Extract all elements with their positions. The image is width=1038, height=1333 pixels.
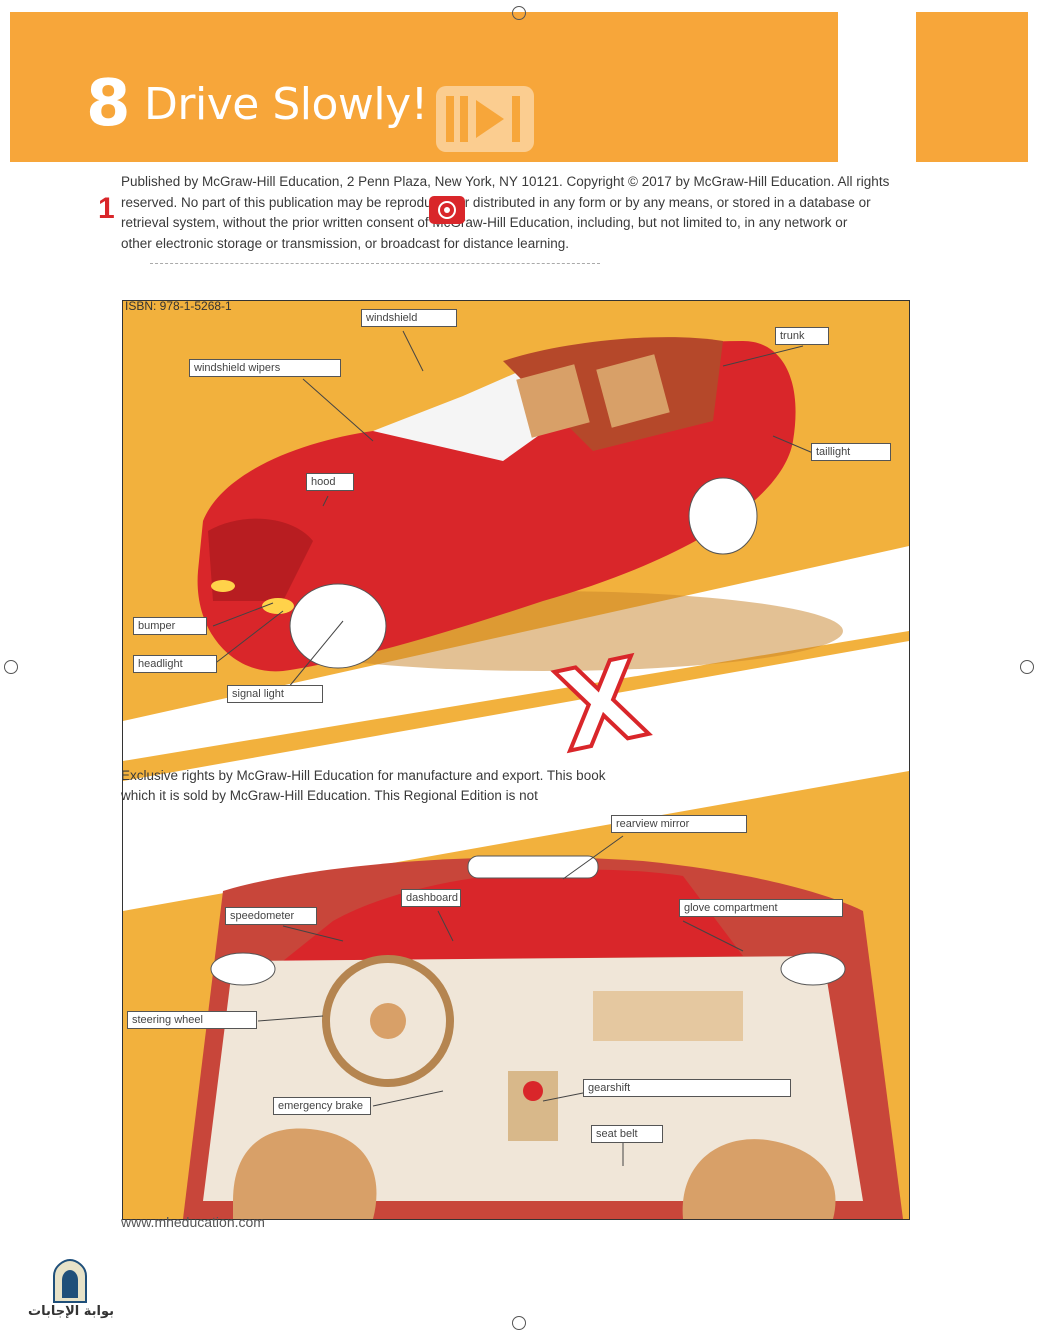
label-trunk: trunk	[775, 327, 829, 345]
label-emergency-brake: emergency brake	[273, 1097, 371, 1115]
label-rearview-mirror: rearview mirror	[611, 815, 747, 833]
label-signal-light: signal light	[227, 685, 323, 703]
registration-mark-icon	[512, 6, 526, 20]
label-hood: hood	[306, 473, 354, 491]
car-illustration-panel: X	[122, 300, 910, 1220]
label-bumper: bumper	[133, 617, 207, 635]
unit-header-band	[10, 12, 838, 162]
exercise-number: 1	[98, 192, 115, 225]
car-illustration: X	[123, 301, 909, 1219]
copyright-line: retrieval system, without the prior writ…	[121, 215, 848, 231]
instruction-line	[150, 251, 600, 264]
label-speedometer: speedometer	[225, 907, 317, 925]
registration-mark-icon	[512, 1316, 526, 1330]
exclusive-line: which it is sold by McGraw-Hill Educatio…	[121, 788, 538, 803]
video-play-icon[interactable]	[430, 80, 540, 158]
unit-title-text: Drive Slowly!	[144, 79, 428, 130]
exclusive-rights-notice: Exclusive rights by McGraw-Hill Educatio…	[121, 766, 641, 806]
audio-icon[interactable]	[428, 195, 466, 225]
label-headlight: headlight	[133, 655, 217, 673]
label-windshield-wipers: windshield wipers	[189, 359, 341, 377]
header-side-band	[916, 12, 1028, 162]
registration-mark-icon	[4, 660, 18, 674]
exclusive-line: Exclusive rights by McGraw-Hill Educatio…	[121, 768, 606, 783]
unit-number: 8	[86, 67, 131, 141]
publisher-url[interactable]: www.mheducation.com	[121, 1214, 265, 1230]
car-exterior	[197, 337, 843, 672]
isbn-text: ISBN: 978-1-5268-1	[125, 299, 232, 313]
copyright-notice: Published by McGraw-Hill Education, 2 Pe…	[121, 172, 911, 254]
label-windshield: windshield	[361, 309, 457, 327]
label-steering-wheel: steering wheel	[127, 1011, 257, 1029]
site-logo-text: بوابة الإجابات	[28, 1304, 114, 1319]
copyright-line: reserved. No part of this publication ma…	[121, 194, 871, 210]
label-seat-belt: seat belt	[591, 1125, 663, 1143]
car-interior	[183, 855, 903, 1219]
registration-mark-icon	[1020, 660, 1034, 674]
site-logo-icon	[53, 1258, 87, 1303]
label-glove-compartment: glove compartment	[679, 899, 843, 917]
label-dashboard: dashboard	[401, 889, 461, 907]
copyright-line: Published by McGraw-Hill Education, 2 Pe…	[121, 174, 890, 189]
label-gearshift: gearshift	[583, 1079, 791, 1097]
copyright-line: other electronic storage or transmission…	[121, 235, 569, 251]
label-taillight: taillight	[811, 443, 891, 461]
